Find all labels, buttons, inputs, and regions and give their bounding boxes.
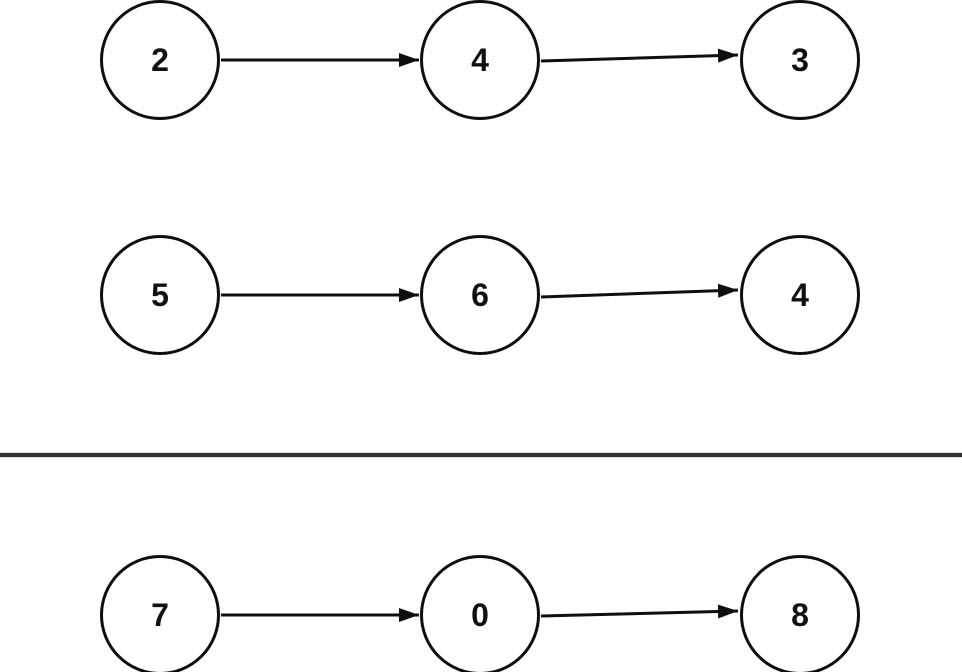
- node-value: 0: [471, 597, 489, 633]
- node-value: 3: [791, 42, 809, 78]
- edge-arrow-list3-b: [540, 604, 739, 619]
- list3-node-1: 7: [100, 555, 220, 672]
- list3-node-2: 0: [420, 555, 540, 672]
- list1-node-2: 4: [420, 0, 540, 120]
- node-value: 4: [471, 42, 489, 78]
- list2-node-1: 5: [100, 235, 220, 355]
- list1-node-3: 3: [740, 0, 860, 120]
- node-value: 8: [791, 597, 809, 633]
- list3-node-3: 8: [740, 555, 860, 672]
- list2-node-3: 4: [740, 235, 860, 355]
- node-value: 6: [471, 277, 489, 313]
- node-value: 5: [151, 277, 169, 313]
- edge-arrow-list1-b: [540, 48, 739, 63]
- node-value: 7: [151, 597, 169, 633]
- node-value: 4: [791, 277, 809, 313]
- edge-arrow-list2-b: [540, 283, 739, 299]
- list2-node-2: 6: [420, 235, 540, 355]
- list1-node-1: 2: [100, 0, 220, 120]
- node-value: 2: [151, 42, 169, 78]
- divider-line: [0, 453, 962, 457]
